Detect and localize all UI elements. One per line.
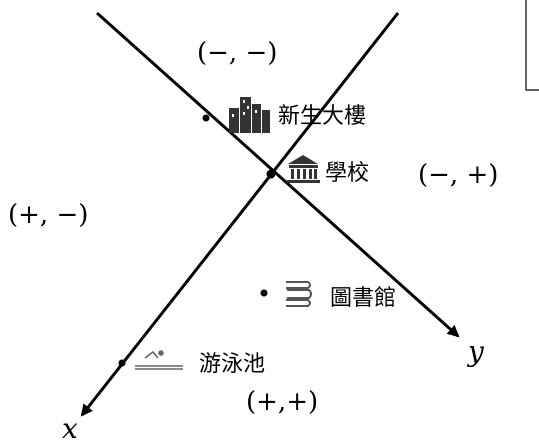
library-label: 圖書館	[330, 286, 397, 311]
pool-label: 游泳池	[199, 352, 266, 377]
quadrant-label-top: (−, −)	[197, 38, 278, 68]
books-icon	[286, 281, 312, 307]
building-icon	[229, 97, 270, 133]
pool-point	[118, 359, 126, 367]
y-axis-label: y	[468, 335, 484, 368]
quadrant-label-left: (+, −)	[8, 200, 89, 230]
school-label: 學校	[325, 161, 370, 186]
quadrant-label-right: (−, +)	[418, 160, 499, 190]
corner-frame	[525, 0, 539, 91]
quadrant-label-bottom: (+,+)	[246, 387, 319, 417]
school-icon	[287, 155, 320, 183]
swimming-pool-icon	[135, 350, 183, 370]
x-axis-label: x	[62, 412, 78, 443]
origin-point	[266, 169, 276, 179]
dormitory-point	[202, 114, 210, 122]
dormitory-label: 新生大樓	[278, 104, 367, 129]
library-point	[260, 289, 268, 297]
y-axis-line	[95, 11, 460, 338]
x-axis-line	[80, 12, 400, 417]
